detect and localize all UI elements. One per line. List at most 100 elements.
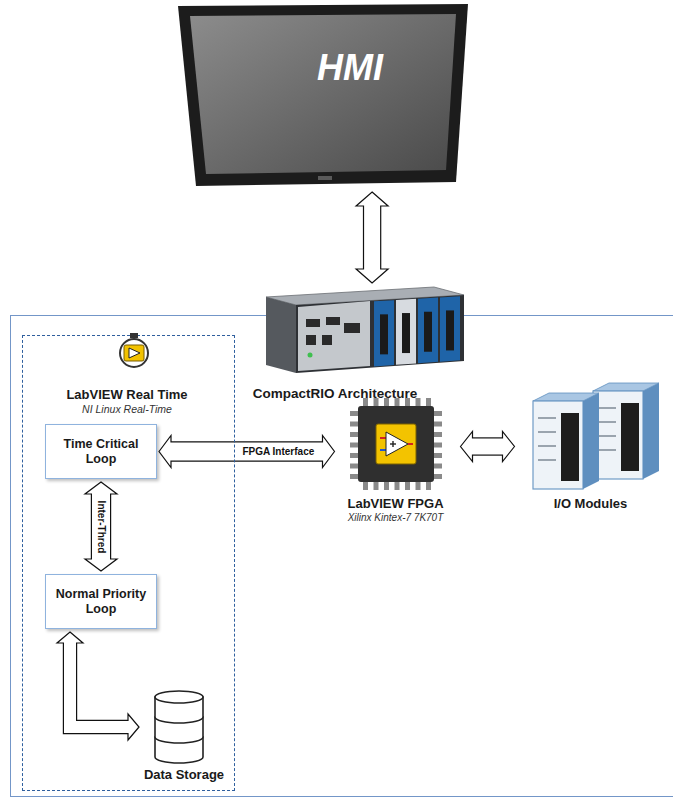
arrow-head (57, 632, 83, 643)
panel-title: LabVIEW Real Time (25, 387, 230, 403)
chip-pin (350, 432, 358, 437)
controller-port (326, 317, 340, 325)
module-side (643, 383, 659, 479)
chip-pin (434, 432, 442, 437)
chip-pin (394, 398, 399, 406)
arrow-head (503, 432, 515, 462)
chip-icon (335, 398, 457, 493)
controller-port (322, 335, 332, 345)
plus-sign (392, 441, 393, 447)
arrow-body (70, 642, 130, 728)
module-marking (538, 445, 556, 447)
arrow-body (92, 493, 110, 561)
chip-pin (415, 398, 420, 406)
arrow-head (85, 559, 117, 571)
module-marking (538, 459, 556, 461)
realtime-panel: LabVIEW Real TimeNI Linux Real-TimeTime … (22, 335, 235, 791)
chip-pin (415, 482, 420, 490)
controller-port (344, 323, 360, 333)
monitor-logo (318, 176, 332, 180)
module-marking (598, 421, 616, 423)
arrow-head (356, 269, 388, 283)
chip-pin (394, 482, 399, 490)
chip-pin (434, 442, 442, 447)
block-arrow (159, 436, 335, 468)
chip-pin (373, 398, 378, 406)
module-slot (396, 299, 416, 365)
text-group: LabVIEW FPGAXilinx Kintex-7 7K70T (325, 496, 467, 524)
database-node: Data Storage (139, 689, 229, 786)
arrow-head (85, 482, 117, 494)
fpga-chip: LabVIEW FPGAXilinx Kintex-7 7K70T (335, 398, 457, 533)
output-wire (408, 443, 413, 445)
arrow-head (159, 436, 171, 468)
module-marking (598, 449, 616, 451)
hmi-monitor: HMI (172, 4, 472, 186)
chip-pin (434, 463, 442, 468)
process-box: Normal Priority Loop (45, 574, 157, 629)
text-group: Time Critical Loop (46, 425, 156, 478)
system-boundary: CompactRIO ArchitectureLabVIEW Real Time… (10, 315, 673, 797)
text-group: I/O Modules (515, 496, 667, 512)
module-slot (418, 298, 438, 364)
stopwatch-icon (23, 336, 233, 376)
text-group: Normal Priority Loop (46, 575, 156, 628)
process-label: Time Critical Loop (50, 437, 152, 467)
chassis-side (266, 297, 296, 373)
module-marking (538, 431, 556, 433)
text-group: LabVIEW Real TimeNI Linux Real-Time (25, 387, 230, 416)
watch-face (120, 339, 148, 367)
module-illustration (515, 383, 667, 493)
arrow-head (461, 432, 473, 462)
chip-pin (350, 453, 358, 458)
chip-pin (434, 474, 442, 479)
arrow-outline (70, 643, 128, 727)
module-slot (374, 300, 394, 366)
chip-pin (350, 474, 358, 479)
slot-connector (402, 313, 410, 353)
chip-pin (350, 442, 358, 447)
module-marking (538, 417, 556, 419)
arrow-head (323, 436, 335, 468)
chip-pin (373, 482, 378, 490)
chip-pin (384, 482, 389, 490)
controller-port (306, 319, 320, 327)
node-label: I/O Modules (515, 496, 667, 512)
module-marking (598, 435, 616, 437)
chip-pin (363, 398, 368, 406)
chip-pin (350, 463, 358, 468)
labview-icon (376, 424, 416, 464)
node-subtitle: Xilinx Kintex-7 7K70T (325, 512, 467, 524)
controller-face (298, 301, 370, 371)
chip-pin (426, 398, 431, 406)
process-label: Normal Priority Loop (50, 587, 152, 617)
block-arrow (356, 192, 388, 283)
io-modules: I/O Modules (515, 383, 667, 523)
chip-pin (350, 411, 358, 416)
module-marking (598, 407, 616, 409)
module-connector (621, 403, 639, 471)
slot-connector (424, 312, 432, 352)
text-group: Data Storage (139, 767, 229, 783)
input-wire (380, 437, 386, 439)
slot-connector (446, 310, 454, 350)
chip-pin (384, 398, 389, 406)
chip-pin (434, 453, 442, 458)
module-front (533, 401, 583, 489)
arrow-head (356, 192, 388, 206)
input-wire (380, 449, 386, 451)
process-box: Time Critical Loop (45, 424, 157, 479)
chip-pin (350, 421, 358, 426)
module-connector (561, 413, 579, 481)
watch-button (130, 333, 138, 338)
labview-icon (124, 345, 144, 361)
text-group: HMI (282, 46, 418, 89)
module-side (583, 393, 599, 489)
chip-pin (434, 421, 442, 426)
database-top (155, 691, 203, 703)
arrow-body (471, 439, 504, 455)
screen-title: HMI (282, 46, 418, 89)
amp-symbol (386, 432, 408, 456)
database-icon (139, 689, 229, 765)
connector-label: Inter-Thred (95, 498, 107, 555)
